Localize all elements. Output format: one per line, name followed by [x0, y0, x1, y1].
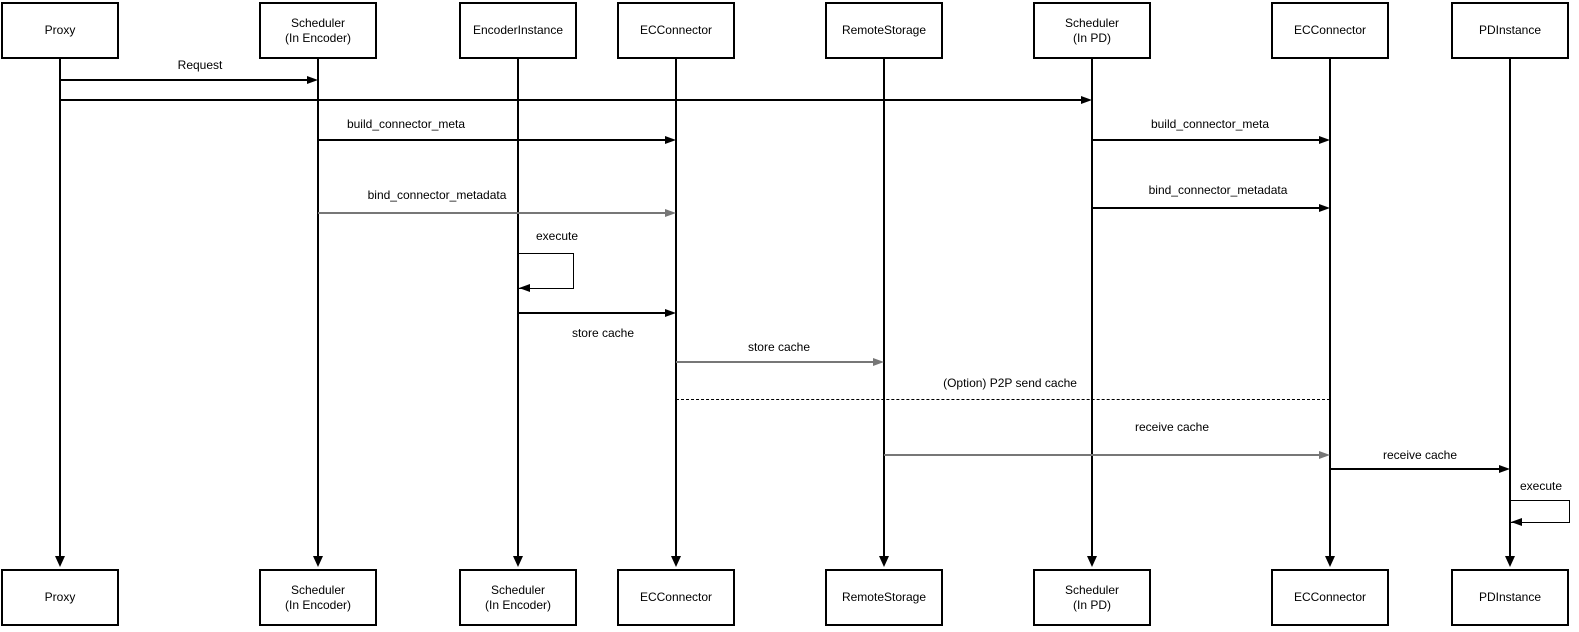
message-arrowhead-3 — [1319, 135, 1330, 144]
message-label-7: store cache — [745, 340, 813, 354]
message-label-0: Request — [175, 58, 225, 72]
self-message-arrowhead-1 — [1511, 517, 1522, 526]
lifeline-encoder-instance — [517, 58, 519, 557]
lifeline-arrowhead-proxy — [55, 556, 65, 567]
message-line-9 — [884, 453, 1321, 457]
lifeline-proxy — [59, 58, 61, 557]
lifeline-arrowhead-ec-connector — [671, 556, 681, 567]
lifeline-arrowhead-remote-storage — [879, 556, 889, 567]
lifeline-arrowhead-ec-connector-2 — [1325, 556, 1335, 567]
message-line-0 — [60, 79, 309, 81]
self-message-label-0: execute — [533, 229, 581, 243]
message-arrowhead-9 — [1319, 450, 1330, 459]
message-label-6: store cache — [569, 326, 637, 340]
participant-box-bottom-encoder-instance: Scheduler (In Encoder) — [459, 569, 577, 626]
message-line-7 — [676, 360, 875, 364]
message-line-4 — [318, 211, 667, 215]
participant-box-bottom-scheduler-encoder: Scheduler (In Encoder) — [259, 569, 377, 626]
participant-box-top-scheduler-encoder: Scheduler (In Encoder) — [259, 2, 377, 59]
participant-box-top-ec-connector: ECConnector — [617, 2, 735, 59]
participant-box-top-scheduler-pd: Scheduler (In PD) — [1033, 2, 1151, 59]
message-arrowhead-2 — [665, 135, 676, 144]
message-label-8: (Option) P2P send cache — [941, 376, 1079, 390]
message-arrowhead-5 — [1319, 203, 1330, 212]
message-line-1 — [60, 99, 1083, 101]
lifeline-remote-storage — [883, 58, 885, 557]
lifeline-ec-connector-2 — [1329, 58, 1331, 557]
self-message-label-1: execute — [1517, 479, 1565, 493]
message-line-2 — [318, 139, 667, 141]
message-arrowhead-6 — [665, 308, 676, 317]
message-label-3: build_connector_meta — [1148, 117, 1272, 131]
lifeline-ec-connector — [675, 58, 677, 557]
message-line-6 — [518, 312, 667, 314]
self-message-loop-1 — [1510, 500, 1570, 523]
lifeline-arrowhead-pd-instance — [1505, 556, 1515, 567]
lifeline-arrowhead-scheduler-encoder — [313, 556, 323, 567]
message-line-5 — [1092, 207, 1321, 209]
message-arrowhead-10 — [1499, 464, 1510, 473]
participant-box-top-remote-storage: RemoteStorage — [825, 2, 943, 59]
message-line-8 — [676, 399, 1330, 401]
lifeline-arrowhead-scheduler-pd — [1087, 556, 1097, 567]
message-line-3 — [1092, 139, 1321, 141]
message-label-5: bind_connector_metadata — [1146, 183, 1290, 197]
message-label-9: receive cache — [1132, 420, 1212, 434]
message-line-10 — [1330, 468, 1501, 470]
self-message-arrowhead-0 — [519, 283, 530, 292]
participant-box-bottom-ec-connector: ECConnector — [617, 569, 735, 626]
message-arrowhead-0 — [307, 75, 318, 84]
participant-box-bottom-proxy: Proxy — [1, 569, 119, 626]
message-arrowhead-7 — [873, 357, 884, 366]
message-label-10: receive cache — [1380, 448, 1460, 462]
message-label-4: bind_connector_metadata — [365, 188, 509, 202]
participant-box-bottom-scheduler-pd: Scheduler (In PD) — [1033, 569, 1151, 626]
self-message-loop-0 — [518, 253, 574, 289]
participant-box-bottom-ec-connector-2: ECConnector — [1271, 569, 1389, 626]
participant-box-top-ec-connector-2: ECConnector — [1271, 2, 1389, 59]
lifeline-scheduler-pd — [1091, 58, 1093, 557]
message-arrowhead-4 — [665, 208, 676, 217]
participant-box-bottom-pd-instance: PDInstance — [1451, 569, 1569, 626]
lifeline-pd-instance — [1509, 58, 1511, 557]
participant-box-bottom-remote-storage: RemoteStorage — [825, 569, 943, 626]
message-arrowhead-1 — [1081, 95, 1092, 104]
participant-box-top-proxy: Proxy — [1, 2, 119, 59]
lifeline-arrowhead-encoder-instance — [513, 556, 523, 567]
participant-box-top-pd-instance: PDInstance — [1451, 2, 1569, 59]
message-label-2: build_connector_meta — [344, 117, 468, 131]
participant-box-top-encoder-instance: EncoderInstance — [459, 2, 577, 59]
lifeline-scheduler-encoder — [317, 58, 319, 557]
